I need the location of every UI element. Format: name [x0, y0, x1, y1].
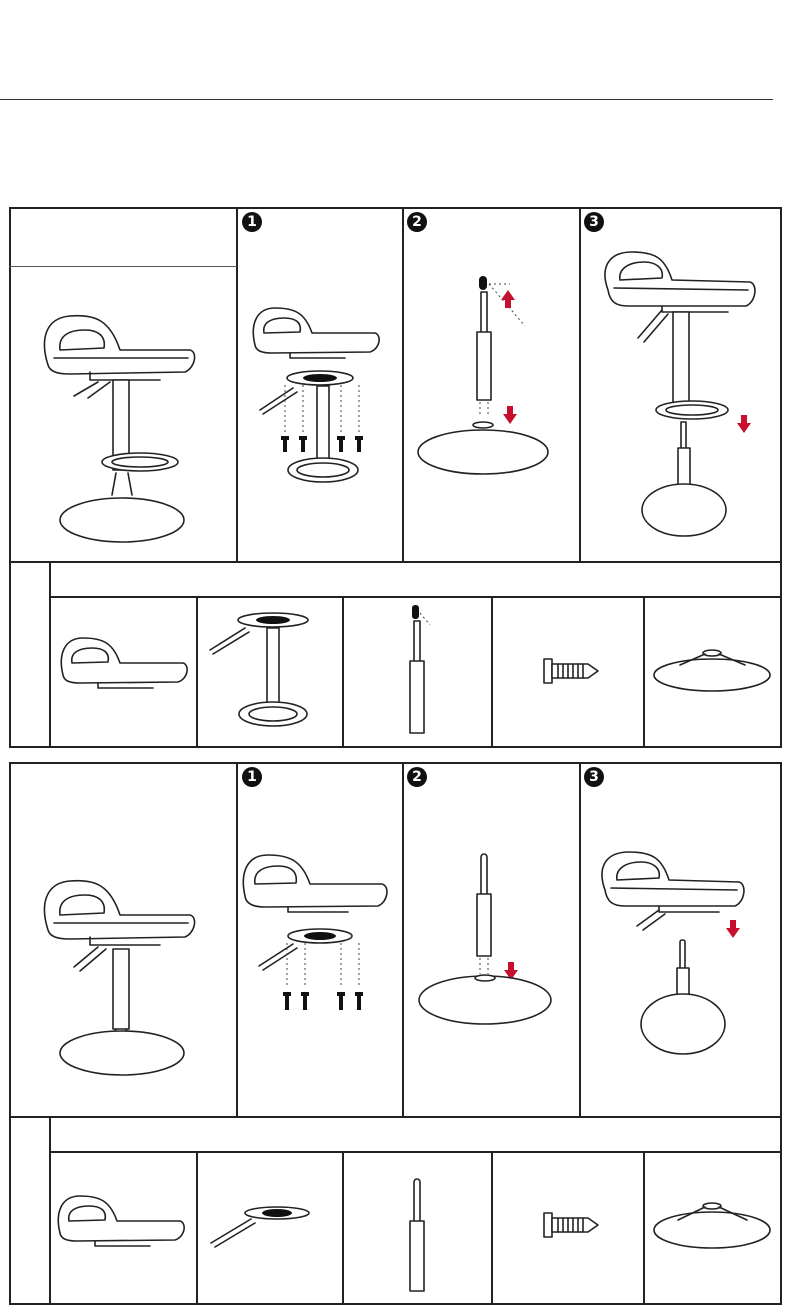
stool-icon — [43, 314, 196, 543]
divider — [236, 762, 238, 1117]
divider — [49, 1116, 51, 1305]
divider — [579, 207, 581, 562]
divider — [9, 561, 782, 563]
base-plate-icon — [210, 1206, 310, 1248]
divider — [491, 596, 493, 748]
divider — [342, 596, 344, 748]
base-plate-icon — [258, 928, 363, 1010]
base-plate-icon — [653, 1202, 771, 1249]
assembly-frame — [9, 207, 782, 748]
base-plate-icon — [259, 370, 363, 483]
step-number: 3 — [584, 767, 604, 787]
divider — [49, 561, 51, 748]
step-number: 2 — [407, 767, 427, 787]
divider — [402, 207, 404, 562]
gas-lift-icon — [409, 605, 431, 734]
base-plate-icon — [653, 649, 771, 692]
divider — [9, 266, 237, 267]
divider — [643, 596, 645, 748]
stool-icon — [601, 851, 745, 1055]
step-number: 2 — [407, 212, 427, 232]
gas-lift-icon — [418, 853, 552, 1025]
step-number: 3 — [584, 212, 604, 232]
seat-icon — [252, 307, 380, 359]
divider — [9, 1116, 782, 1118]
seat-icon — [57, 1195, 185, 1247]
seat-icon — [60, 637, 188, 689]
seat-icon — [242, 854, 388, 913]
divider — [643, 1151, 645, 1305]
gas-lift-icon — [417, 276, 549, 475]
divider — [196, 596, 198, 748]
gas-lift-icon — [409, 1178, 425, 1292]
divider — [196, 1151, 198, 1305]
screw-icon — [543, 1212, 599, 1238]
top-divider — [0, 99, 773, 100]
divider — [49, 596, 782, 598]
divider — [49, 1151, 782, 1153]
screw-icon — [543, 658, 599, 684]
divider — [342, 1151, 344, 1305]
divider — [491, 1151, 493, 1305]
divider — [579, 762, 581, 1117]
stool-icon — [604, 251, 756, 537]
divider — [402, 762, 404, 1117]
footrest-icon — [209, 612, 309, 727]
stool-icon — [43, 879, 196, 1076]
divider — [236, 207, 238, 562]
step-number: 1 — [242, 212, 262, 232]
step-number: 1 — [242, 767, 262, 787]
assembly-frame — [9, 762, 782, 1305]
